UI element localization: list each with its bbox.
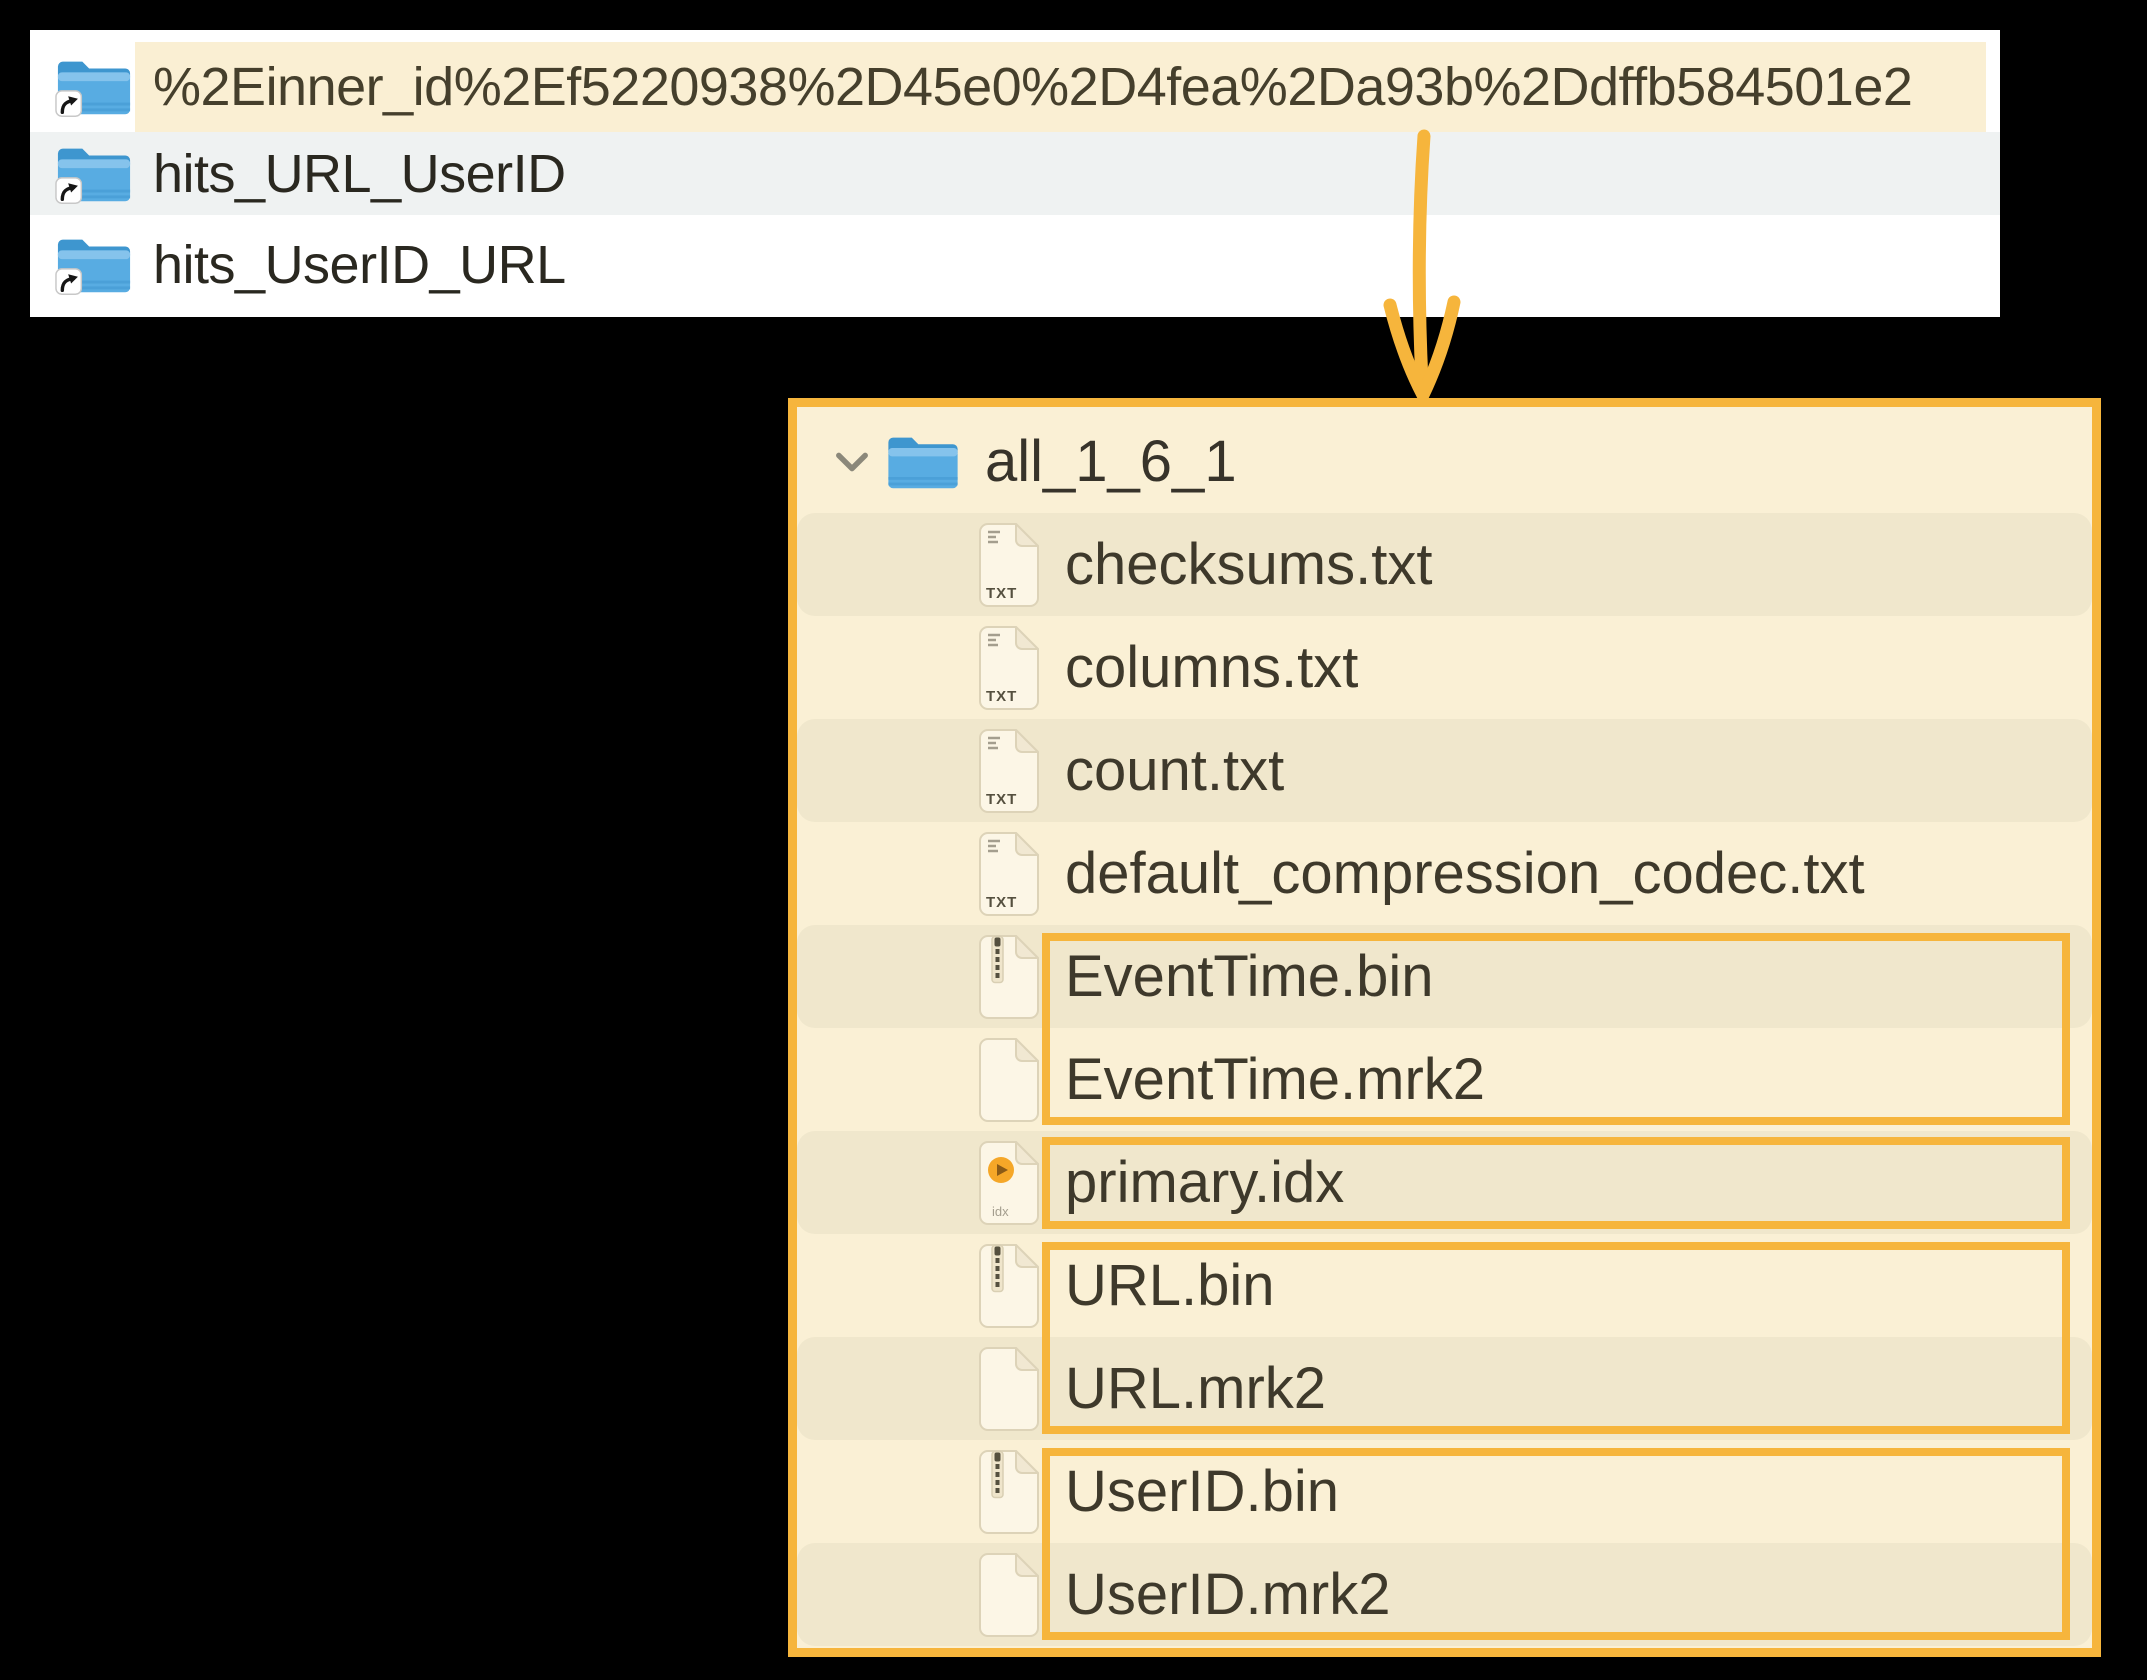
folder-name: hits_UserID_URL	[153, 235, 566, 295]
blank-file-icon	[975, 1553, 1041, 1637]
file-row-primary.idx[interactable]: primary.idx	[797, 1131, 2092, 1234]
folder-icon	[885, 433, 961, 491]
file-row-UserID.bin[interactable]: UserID.bin	[797, 1440, 2092, 1543]
file-name: columns.txt	[1065, 635, 1359, 700]
folder-row-hits_UserID_URL[interactable]: hits_UserID_URL	[30, 215, 2000, 315]
txt-file-icon	[975, 832, 1041, 916]
bin-file-icon	[975, 1244, 1041, 1328]
file-row-count.txt[interactable]: count.txt	[797, 719, 2092, 822]
blank-file-icon	[975, 1038, 1041, 1122]
file-name: checksums.txt	[1065, 532, 1433, 597]
finder-folder-list: %2Einner_id%2Ef5220938%2D45e0%2D4fea%2Da…	[30, 30, 2000, 317]
selection-highlight	[135, 42, 1986, 132]
file-row-columns.txt[interactable]: columns.txt	[797, 616, 2092, 719]
txt-file-icon	[975, 626, 1041, 710]
folder-alias-icon	[55, 56, 133, 118]
file-name: URL.mrk2	[1065, 1356, 1327, 1421]
folder-row-part-dir[interactable]: %2Einner_id%2Ef5220938%2D45e0%2D4fea%2Da…	[30, 42, 2000, 132]
folder-row-hits_URL_UserID[interactable]: hits_URL_UserID	[30, 132, 2000, 215]
folder-name: hits_URL_UserID	[153, 143, 566, 204]
file-row-EventTime.mrk2[interactable]: EventTime.mrk2	[797, 1028, 2092, 1131]
file-name: URL.bin	[1065, 1253, 1275, 1318]
file-row-checksums.txt[interactable]: checksums.txt	[797, 513, 2092, 616]
idx-file-icon	[975, 1141, 1041, 1225]
bin-file-icon	[975, 1450, 1041, 1534]
file-row-URL.bin[interactable]: URL.bin	[797, 1234, 2092, 1337]
file-row-default_compression_codec.txt[interactable]: default_compression_codec.txt	[797, 822, 2092, 925]
file-name: UserID.bin	[1065, 1459, 1339, 1524]
file-name: default_compression_codec.txt	[1065, 841, 1865, 906]
folder-name: %2Einner_id%2Ef5220938%2D45e0%2D4fea%2Da…	[153, 57, 1913, 117]
file-name: primary.idx	[1065, 1150, 1345, 1215]
folder-alias-icon	[55, 143, 133, 205]
blank-file-icon	[975, 1347, 1041, 1431]
file-name: UserID.mrk2	[1065, 1562, 1391, 1627]
txt-file-icon	[975, 729, 1041, 813]
chevron-down-icon[interactable]	[835, 451, 869, 473]
txt-file-icon	[975, 523, 1041, 607]
file-row-UserID.mrk2[interactable]: UserID.mrk2	[797, 1543, 2092, 1646]
part-folder-tree-panel: all_1_6_1 checksums.txt columns.txt coun…	[788, 398, 2101, 1657]
tree-root-label: all_1_6_1	[985, 429, 1237, 494]
bin-file-icon	[975, 935, 1041, 1019]
file-name: count.txt	[1065, 738, 1285, 803]
tree-root-row[interactable]: all_1_6_1	[797, 410, 2092, 513]
file-name: EventTime.bin	[1065, 944, 1434, 1009]
tree-rows: all_1_6_1 checksums.txt columns.txt coun…	[797, 410, 2092, 1646]
file-row-URL.mrk2[interactable]: URL.mrk2	[797, 1337, 2092, 1440]
folder-alias-icon	[55, 234, 133, 296]
file-name: EventTime.mrk2	[1065, 1047, 1486, 1112]
file-row-EventTime.bin[interactable]: EventTime.bin	[797, 925, 2092, 1028]
